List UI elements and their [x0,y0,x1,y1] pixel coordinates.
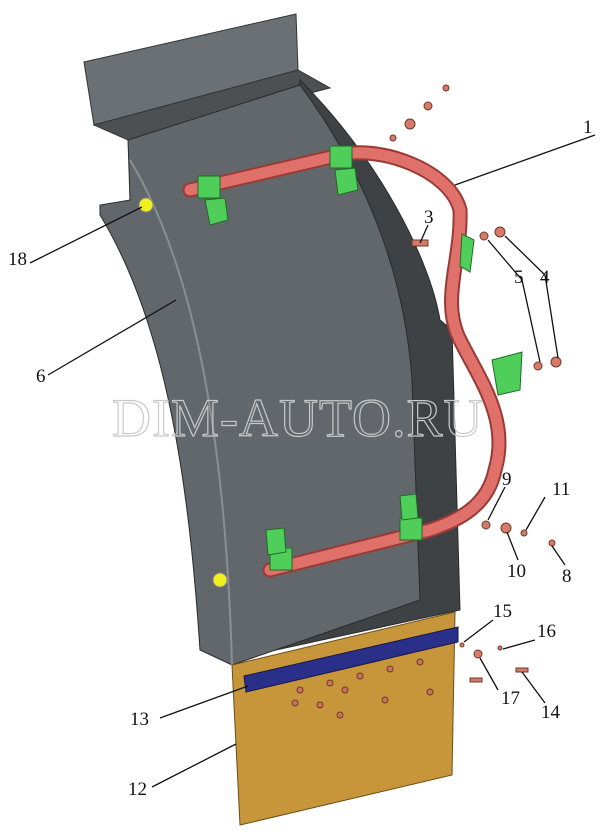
mudflap [231,611,456,826]
callout-1: 1 [583,117,593,138]
callout-17: 17 [501,688,520,709]
callout-14: 14 [541,702,561,723]
callout-6: 6 [36,366,46,387]
leader-lines [29,134,596,788]
cap-lower [212,572,228,588]
callout-10: 10 [507,561,526,582]
watermark: DIM-AUTO.RU [112,388,484,448]
callout-5: 5 [514,267,524,288]
callout-9: 9 [502,469,512,490]
fender-body [99,84,421,666]
cap-18 [138,197,154,213]
callout-13: 13 [130,709,149,730]
callout-16: 16 [537,621,556,642]
brackets [197,145,523,571]
mudflap-fasteners [291,658,434,719]
callout-3: 3 [424,207,434,228]
callout-18: 18 [8,249,27,270]
callout-15: 15 [493,601,512,622]
callout-4: 4 [540,267,550,288]
support-tube-highlight [184,147,505,576]
callout-8: 8 [562,566,572,587]
callout-11: 11 [552,479,570,500]
callout-12: 12 [128,779,147,800]
fender-top-ledge [92,69,332,141]
